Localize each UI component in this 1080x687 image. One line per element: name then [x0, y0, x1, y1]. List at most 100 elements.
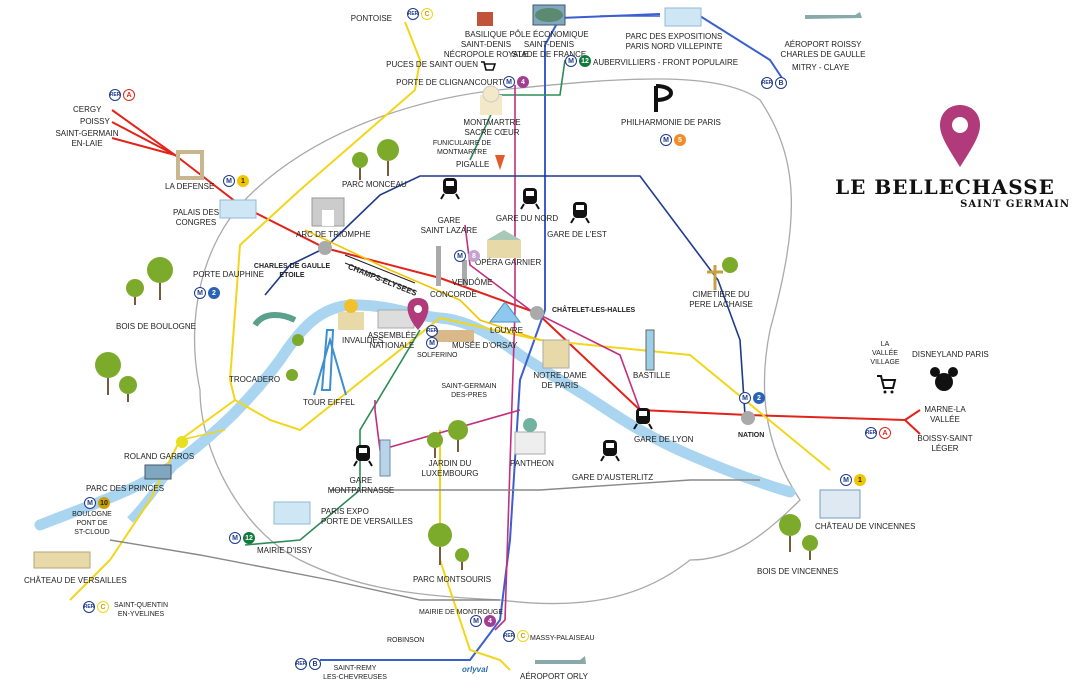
- badge-rer-orsay: RER: [426, 325, 438, 337]
- metro-badge: M: [660, 134, 672, 146]
- line-2-badge: 2: [753, 392, 765, 404]
- train-icon: [570, 202, 590, 224]
- label-montmartre: MONTMARTRE SACRE CŒUR: [463, 118, 521, 137]
- label-cdg-etoile: CHARLES DE GAULLE ETOILE: [253, 263, 331, 279]
- label-musee-orsay: MUSÉE D'ORSAY: [452, 341, 518, 350]
- hotel-logo[interactable]: LE BELLECHASSE SAINT GERMAIN: [820, 105, 1070, 235]
- label-mairie-issy: MAIRIE D'ISSY: [257, 546, 313, 555]
- label-palais-congres: PALAIS DES CONGRES: [172, 208, 220, 227]
- label-basilique: BASILIQUE SAINT-DENIS NÉCROPOLE ROYALE: [443, 30, 529, 59]
- label-roland: ROLAND GARROS: [124, 452, 195, 461]
- rer-badge: RER: [426, 325, 438, 337]
- label-boulogne: BOULOGNE PONT DE ST-CLOUD: [72, 511, 112, 536]
- rer-badge: RER: [761, 77, 773, 89]
- rer-badge: RER: [407, 8, 419, 20]
- rer-e-line: [374, 85, 641, 631]
- label-pontoise: PONTOISE: [350, 14, 392, 23]
- label-marne: MARNE-LA VALLÉE: [924, 405, 966, 424]
- logo-subtitle: SAINT GERMAIN: [960, 199, 1070, 210]
- nation-node: [741, 411, 755, 425]
- metro-lines: [264, 175, 746, 416]
- label-mairie-montrouge: MAIRIE DE MONTROUGE: [419, 609, 504, 616]
- badge-rer-b-saint-remy: RER B: [295, 658, 321, 670]
- label-mitry: MITRY - CLAYE: [792, 63, 850, 72]
- train-icon: [600, 440, 620, 462]
- label-massy: MASSY-PALAISEAU: [530, 635, 595, 642]
- badge-rer-b-mitry: RER B: [761, 77, 787, 89]
- badge-m12-issy: M 12: [229, 532, 255, 544]
- label-parc-expo-nord: PARC DES EXPOSITIONS PARIS NORD VILLEPIN…: [625, 32, 723, 51]
- train-icon: [440, 178, 460, 200]
- metro-badge: M: [739, 392, 751, 404]
- label-bois-vincennes: BOIS DE VINCENNES: [757, 567, 839, 576]
- rer-badge: RER: [295, 658, 307, 670]
- line-1-badge: 1: [237, 175, 249, 187]
- train-icon: [633, 408, 653, 430]
- metro-badge: M: [84, 497, 96, 509]
- label-cergy: CERGY: [73, 105, 102, 114]
- badge-rer-a-marne: RER A: [865, 427, 891, 439]
- label-chateau-vincennes: CHÂTEAU DE VINCENNES: [815, 522, 916, 531]
- tree-icon: [95, 139, 818, 562]
- label-cdg: AÉROPORT ROISSY CHARLES DE GAULLE: [780, 40, 866, 59]
- label-pantheon: PANTHEON: [510, 459, 554, 468]
- metro-badge: M: [426, 337, 438, 349]
- line-2-badge: 2: [208, 287, 220, 299]
- rer-badge: RER: [83, 601, 95, 613]
- label-funiculaire: FUNICULAIRE DE MONTMARTRE: [432, 140, 492, 156]
- badge-m1-vincennes: M 1: [840, 474, 866, 486]
- badge-rer-c-saint-quentin: RER C: [83, 601, 109, 613]
- line-yellow-south: [304, 229, 541, 341]
- label-clignancourt: PORTE DE CLIGNANCOURT: [396, 78, 503, 87]
- train-icon: [353, 445, 373, 467]
- badge-m12-aubervilliers: M 12: [565, 55, 591, 67]
- badge-m2-dauphine: M 2: [194, 287, 220, 299]
- badge-m-solferino: M: [426, 337, 438, 349]
- funicular-icon: [495, 155, 505, 170]
- label-vendome: VENDÔME: [452, 278, 493, 287]
- label-st-germain-pres: SAINT-GERMAIN DES-PRES: [441, 383, 497, 399]
- label-la-vallee: LA VALLÉE VILLAGE: [870, 341, 900, 366]
- label-assemblee: ASSEMBLÉE NATIONALE: [367, 331, 417, 350]
- label-louvre: LOUVRE: [490, 326, 523, 335]
- label-robinson: ROBINSON: [387, 637, 425, 644]
- champs-frame: [344, 254, 416, 292]
- pin-icon: [940, 105, 980, 167]
- line-a-badge: A: [123, 89, 135, 101]
- roland-link: [179, 429, 226, 441]
- label-saint-germain-laye: SAINT-GERMAIN EN-LAIE: [55, 129, 119, 148]
- stadium-icon: [535, 8, 563, 22]
- chatelet-node: [530, 306, 544, 320]
- label-gare-nord: GARE DU NORD: [495, 214, 559, 223]
- line-10: [109, 479, 760, 601]
- label-porte-dauphine: PORTE DAUPHINE: [193, 270, 264, 279]
- logo-title: LE BELLECHASSE: [835, 175, 1055, 199]
- label-disneyland: DISNEYLAND PARIS: [912, 350, 989, 359]
- label-saint-remy: SAINT-REMY LES-CHEVREUSES: [323, 665, 387, 681]
- label-saint-quentin: SAINT-QUENTIN EN-YVELINES: [113, 602, 169, 618]
- badge-m1-defense: M 1: [223, 175, 249, 187]
- rer-badge: RER: [109, 89, 121, 101]
- label-bastille: BASTILLE: [633, 371, 671, 380]
- label-nation: NATION: [738, 432, 765, 439]
- badge-rer-c-massy: RER C: [503, 630, 529, 642]
- rer-d-line: [244, 59, 566, 546]
- badge-m4-montrouge: M 4: [470, 615, 496, 627]
- metro-badge: M: [840, 474, 852, 486]
- label-bois-boulogne: BOIS DE BOULOGNE: [116, 322, 197, 331]
- label-la-defense: LA DEFENSE: [165, 182, 215, 191]
- label-gare-austerlitz: GARE D'AUSTERLITZ: [572, 473, 654, 482]
- label-boissy: BOISSY-SAINT LÉGER: [917, 434, 973, 453]
- pin-icon[interactable]: [407, 298, 429, 330]
- badge-m8-opera: M 8: [454, 250, 480, 262]
- metro-badge: M: [503, 76, 515, 88]
- line-12-badge: 12: [579, 55, 591, 67]
- mickey-icon: [930, 367, 958, 391]
- line-10-badge: 10: [98, 497, 110, 509]
- badge-m4-clignancourt: M 4: [503, 76, 529, 88]
- label-parc-princes: PARC DES PRINCES: [86, 484, 165, 493]
- label-opera: OPÉRA GARNIER: [475, 258, 542, 267]
- line-a-badge: A: [879, 427, 891, 439]
